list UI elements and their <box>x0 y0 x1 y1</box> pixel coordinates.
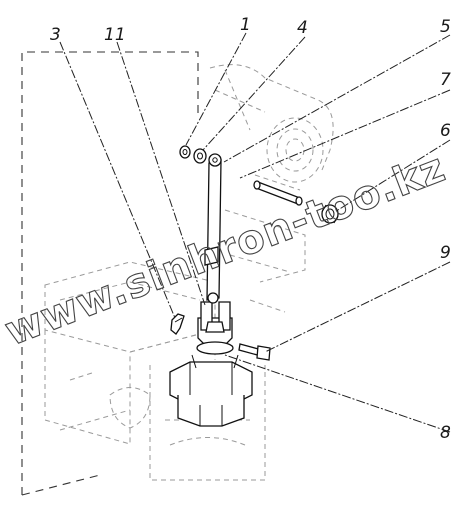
washers <box>179 145 207 164</box>
callout-4: 4 <box>297 18 308 38</box>
callout-labels: 1 4 5 7 6 9 8 3 11 <box>50 15 451 443</box>
leader-lines <box>59 32 451 433</box>
callout-11: 11 <box>104 25 126 45</box>
pin <box>253 180 303 206</box>
callout-6: 6 <box>440 121 451 141</box>
dashed-frame <box>21 51 199 496</box>
cotter-pin <box>170 313 185 335</box>
link-rod <box>204 153 222 304</box>
callout-7: 7 <box>440 70 451 90</box>
nut <box>321 204 339 224</box>
background-drum <box>209 64 334 191</box>
callout-1: 1 <box>240 15 251 35</box>
callout-5: 5 <box>440 17 451 37</box>
callout-8: 8 <box>440 423 451 443</box>
background-bracket <box>224 209 306 313</box>
base-housing <box>149 361 266 481</box>
callout-3: 3 <box>50 25 61 45</box>
callout-9: 9 <box>440 243 451 263</box>
background-housing <box>44 261 216 445</box>
bolt <box>238 343 271 361</box>
clevis-assembly <box>191 301 239 369</box>
